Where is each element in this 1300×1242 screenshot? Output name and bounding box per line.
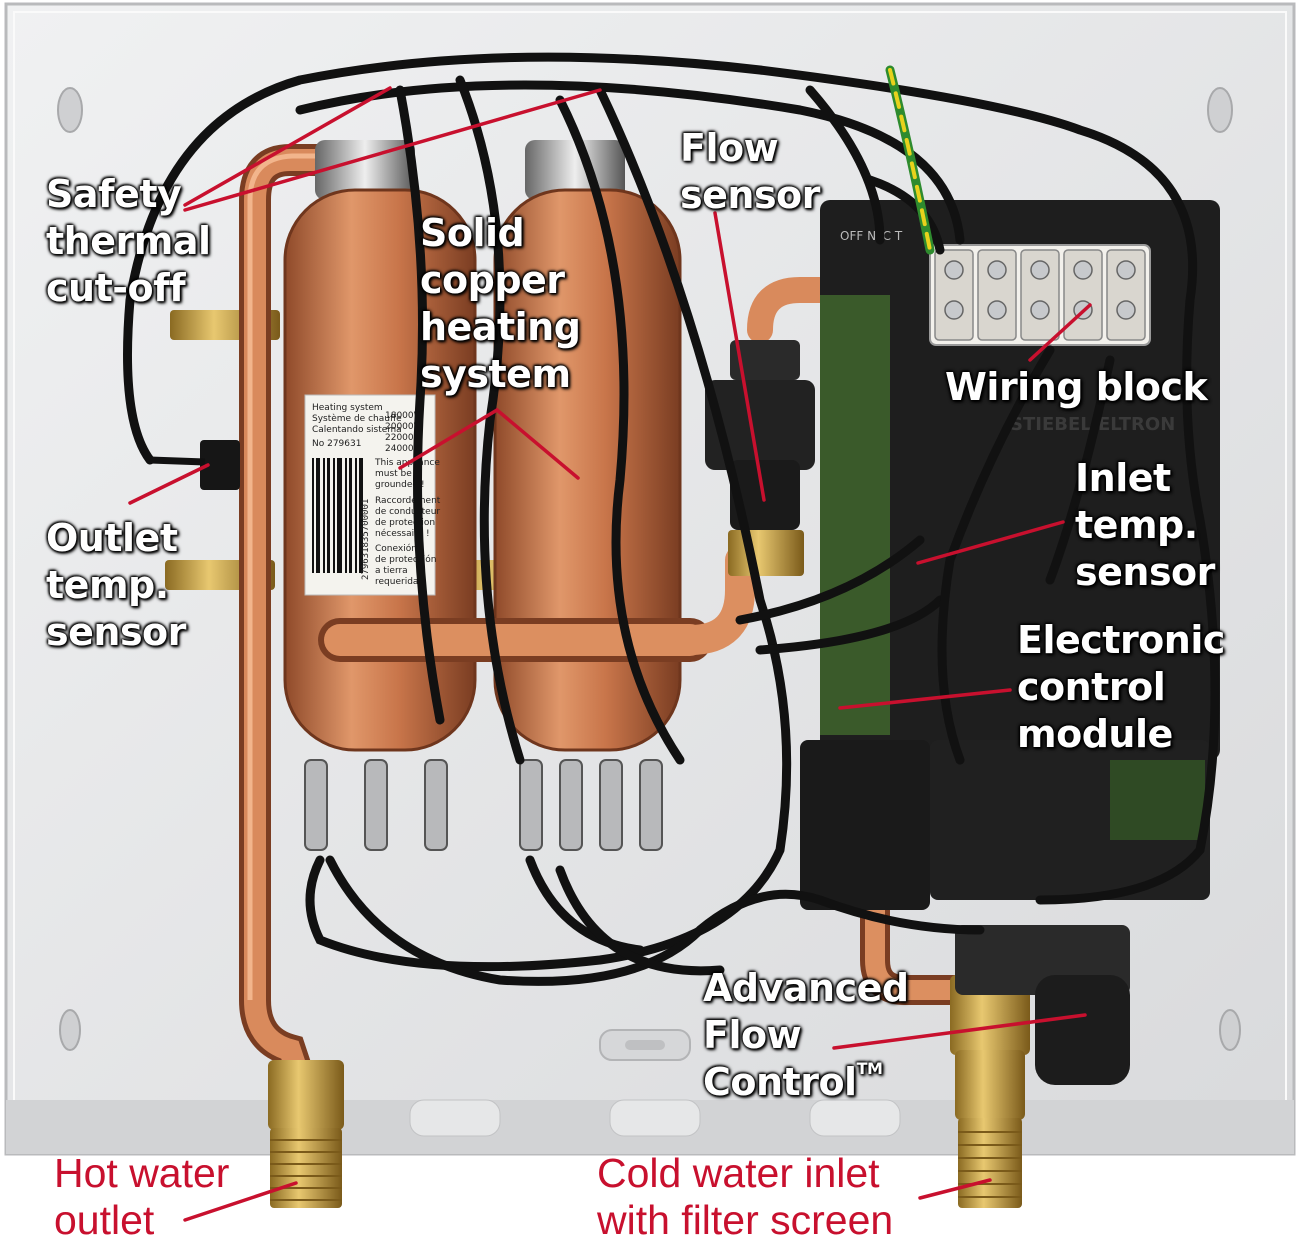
label-ground-es: Conexión bbox=[375, 543, 417, 554]
label-ground-fr: Raccordement bbox=[375, 496, 441, 506]
flow-sensor-label: Flow sensor bbox=[680, 125, 820, 219]
label-line: temp. bbox=[46, 563, 169, 607]
outlet-sensor-wire bbox=[149, 456, 206, 466]
caption-line: with filter screen bbox=[597, 1197, 894, 1242]
hot-water-pipe bbox=[239, 144, 346, 1208]
label-wattage: 18000W bbox=[385, 411, 423, 421]
label-line: Solid bbox=[420, 211, 525, 255]
callout-leaders bbox=[128, 86, 1092, 1222]
trademark-symbol: TM bbox=[856, 1059, 883, 1078]
ground-wire bbox=[885, 65, 935, 255]
label-wattage: 24000W bbox=[385, 444, 423, 454]
label-ground-fr: nécessaire ! bbox=[375, 528, 430, 539]
wiring-block-label: Wiring block bbox=[945, 364, 1208, 411]
label-wattage: 20000W bbox=[385, 422, 423, 432]
copper-heating-label: Solid copper heating system bbox=[420, 210, 581, 398]
label-line: Flow bbox=[703, 1013, 802, 1057]
label-line: thermal bbox=[46, 219, 211, 263]
module-terminal-text: OFF NTC T bbox=[840, 229, 903, 243]
control-module-label: Electronic control module bbox=[1017, 617, 1225, 758]
wiring-terminals bbox=[929, 244, 1151, 346]
label-line-text: Control bbox=[703, 1060, 857, 1104]
label-line: ControlTM bbox=[703, 1059, 909, 1106]
outlet-sensor-body bbox=[200, 440, 240, 490]
inlet-temp-label: Inlet temp. sensor bbox=[1075, 455, 1215, 596]
label-wattage: 22000W bbox=[385, 433, 423, 443]
label-line: sensor bbox=[46, 610, 186, 654]
caption-line: outlet bbox=[54, 1197, 155, 1242]
label-line: module bbox=[1017, 712, 1173, 756]
label-line: Wiring block bbox=[945, 365, 1208, 409]
label-heading-line: Calentando sistema bbox=[312, 425, 402, 435]
cold-water-inlet-caption: Cold water inlet with filter screen bbox=[597, 1150, 893, 1242]
label-ground-fr: de protection bbox=[375, 518, 435, 528]
label-ground-es: a tierra bbox=[375, 566, 408, 576]
caption-line: Hot water bbox=[54, 1150, 230, 1196]
label-line: copper bbox=[420, 258, 565, 302]
label-line: heating bbox=[420, 305, 581, 349]
label-heading-line: Heating system bbox=[312, 403, 383, 413]
flow-control-actuator bbox=[955, 925, 1130, 1085]
outlet-temp-label: Outlet temp. sensor bbox=[46, 515, 186, 656]
label-line: Advanced bbox=[703, 966, 909, 1010]
label-number: No 279631 bbox=[312, 439, 361, 449]
control-module: STIEBEL ELTRON OFF NTC T bbox=[800, 200, 1220, 910]
label-line: Safety bbox=[46, 172, 182, 216]
label-ground-en: must be bbox=[375, 469, 412, 479]
barcode-number: 279631835700001 bbox=[361, 499, 371, 580]
label-line: system bbox=[420, 352, 571, 396]
label-line: temp. bbox=[1075, 503, 1198, 547]
label-line: Flow bbox=[680, 126, 779, 170]
wiring-harness bbox=[123, 52, 1220, 986]
label-line: Outlet bbox=[46, 516, 178, 560]
barcode bbox=[312, 458, 363, 573]
label-line: sensor bbox=[680, 173, 820, 217]
label-ground-en: grounded ! bbox=[375, 480, 425, 490]
safety-cutoff-label: Safety thermal cut-off bbox=[46, 171, 211, 312]
label-ground-fr: de conducteur bbox=[375, 507, 440, 517]
advanced-flow-label: Advanced Flow ControlTM bbox=[703, 965, 909, 1106]
hot-water-outlet-caption: Hot water outlet bbox=[54, 1150, 229, 1242]
label-line: control bbox=[1017, 665, 1166, 709]
label-line: Inlet bbox=[1075, 456, 1171, 500]
label-heading-line: Système de chauffe bbox=[312, 413, 402, 424]
label-line: cut-off bbox=[46, 266, 186, 310]
label-line: sensor bbox=[1075, 550, 1215, 594]
label-ground-es: requerida ! bbox=[375, 577, 425, 587]
caption-line: Cold water inlet bbox=[597, 1150, 880, 1196]
label-line: Electronic bbox=[1017, 618, 1225, 662]
label-ground-es: de protección bbox=[375, 554, 437, 565]
